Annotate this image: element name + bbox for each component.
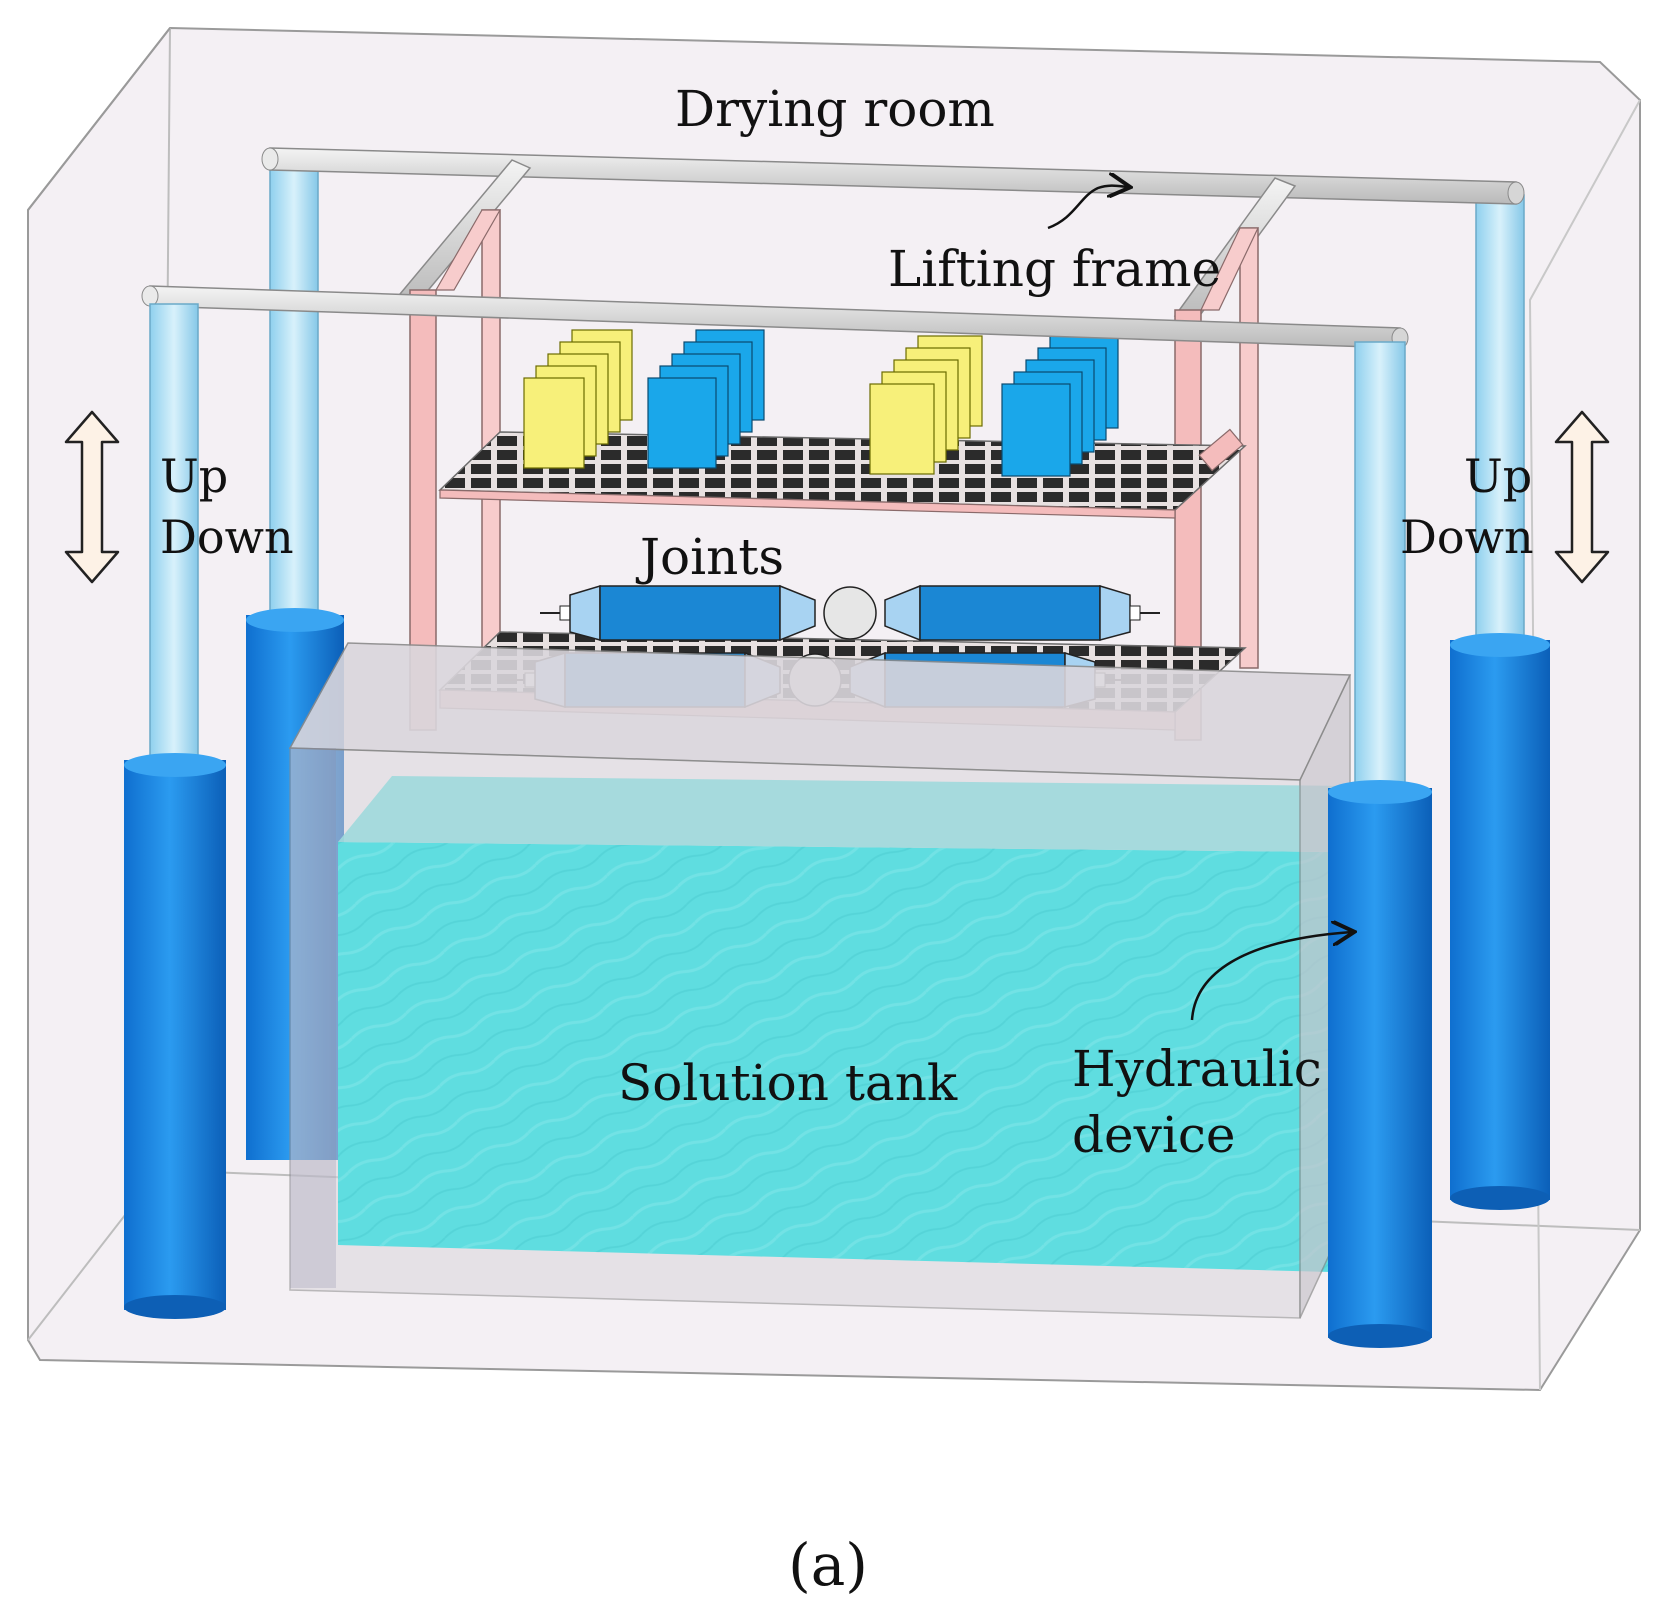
label-hydraulic-line2: device bbox=[1072, 1106, 1235, 1164]
label-solution-tank: Solution tank bbox=[618, 1054, 958, 1112]
specimen-group-blue-right bbox=[1001, 335, 1119, 477]
label-left-up: Up bbox=[160, 449, 228, 503]
label-right-up: Up bbox=[1464, 449, 1532, 503]
label-hydraulic-line1: Hydraulic bbox=[1072, 1040, 1322, 1098]
curved-arrow-icon bbox=[1190, 932, 1352, 1021]
hydraulic-cylinder-front-left bbox=[124, 303, 226, 1319]
curved-arrow-icon bbox=[1047, 186, 1128, 230]
hydraulic-cylinder-back-right bbox=[1450, 194, 1550, 1210]
label-lifting-frame: Lifting frame bbox=[888, 240, 1221, 298]
label-drying-room: Drying room bbox=[675, 80, 995, 138]
specimen-group-blue-left bbox=[647, 329, 765, 469]
figure-caption: (a) bbox=[788, 1531, 868, 1599]
label-right-down: Down bbox=[1400, 510, 1534, 564]
specimen-group-yellow-right bbox=[869, 335, 983, 475]
joint-specimen-back bbox=[540, 584, 1160, 642]
specimen-group-yellow-left bbox=[523, 329, 633, 469]
solution-tank bbox=[288, 642, 1356, 1319]
lifting-frame-back-rail bbox=[261, 147, 1525, 205]
label-joints: Joints bbox=[635, 528, 784, 586]
label-left-down: Down bbox=[160, 510, 294, 564]
double-arrow-icon bbox=[1554, 410, 1610, 584]
double-arrow-icon bbox=[64, 410, 120, 584]
hydraulic-cylinder-front-right bbox=[1328, 341, 1432, 1348]
